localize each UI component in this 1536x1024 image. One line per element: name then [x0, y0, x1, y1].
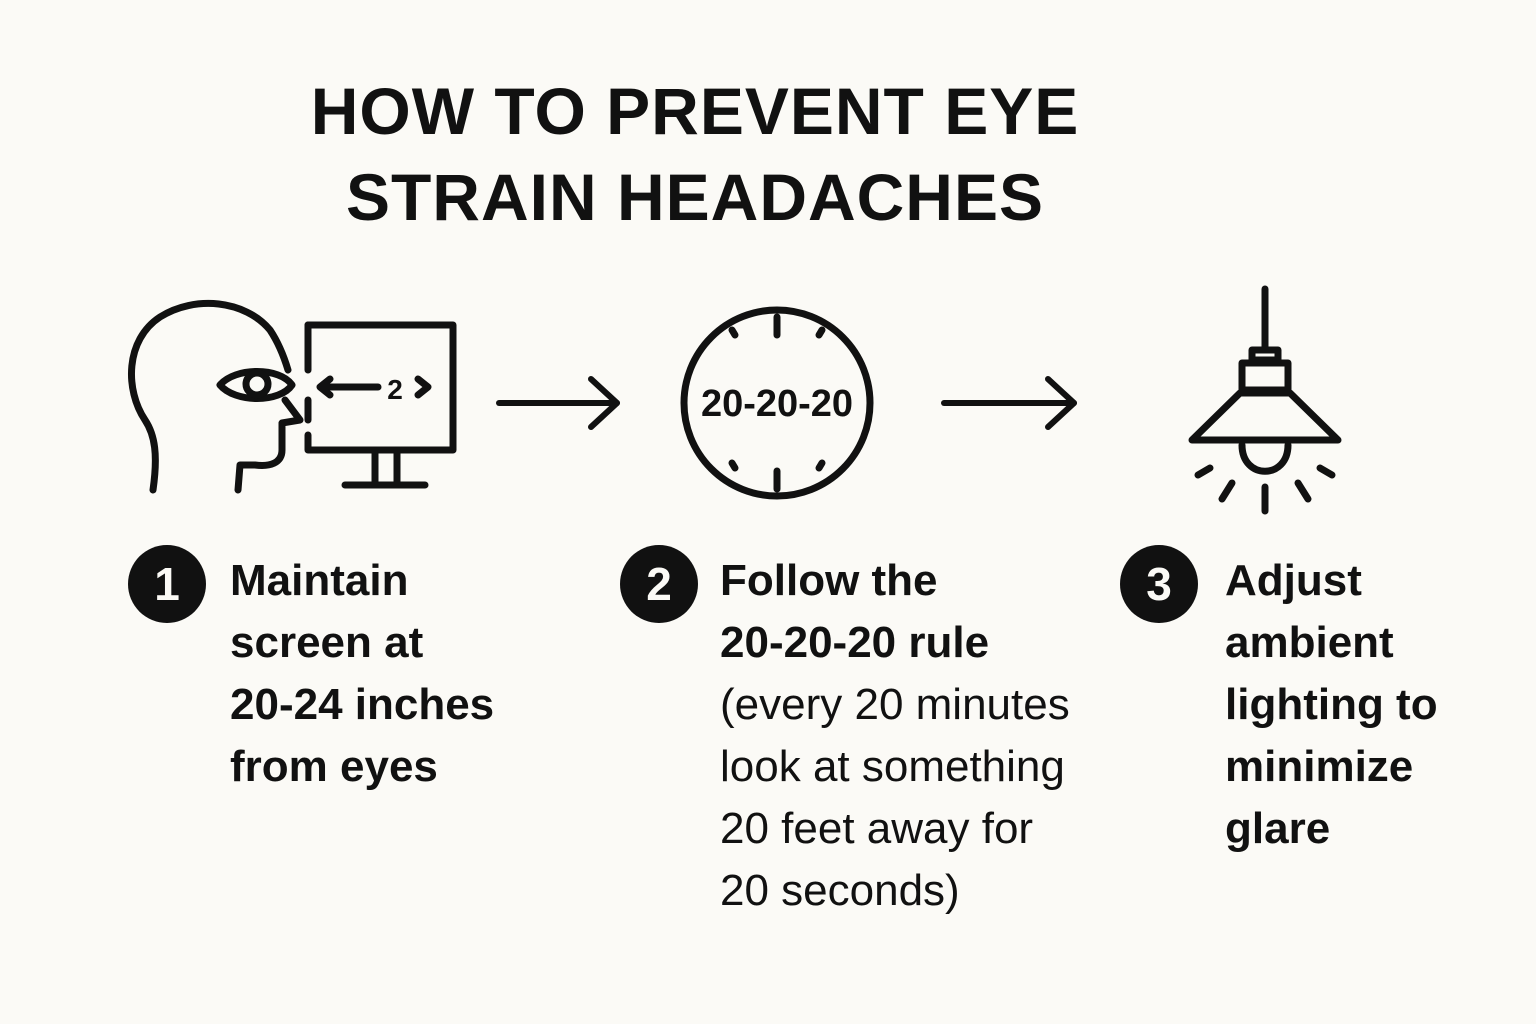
step-2-detail-4: 20 seconds): [720, 866, 960, 915]
step-1-line-4: from eyes: [230, 742, 438, 791]
clock-label: 20-20-20: [701, 383, 853, 425]
step-1-line-1: Maintain: [230, 556, 409, 605]
step-2-detail-1: (every 20 minutes: [720, 680, 1070, 729]
arrow-right-icon: [496, 376, 620, 430]
step-3-number-badge: 3: [1120, 545, 1198, 623]
ceiling-lamp-icon: [1188, 285, 1342, 515]
step-1-text: Maintain screen at 20-24 inches from eye…: [230, 550, 494, 798]
title-line-2: STRAIN HEADACHES: [345, 160, 1045, 234]
step-3-line-4: minimize: [1225, 742, 1414, 791]
page-title: HOW TO PREVENT EYE STRAIN HEADACHES: [0, 68, 1390, 240]
step-2-line-2: 20-20-20 rule: [720, 618, 990, 667]
step-3-line-1: Adjust: [1225, 556, 1362, 605]
step-2-line-1: Follow the: [720, 556, 938, 605]
step-3-line-2: ambient: [1225, 618, 1394, 667]
step-3-line-3: lighting to: [1225, 680, 1438, 729]
arrow-right-icon: [941, 376, 1077, 430]
step-2-detail-3: 20 feet away for: [720, 804, 1034, 853]
step-3-line-5: glare: [1225, 804, 1331, 853]
title-line-1: HOW TO PREVENT EYE: [310, 74, 1080, 148]
step-1-line-3: 20-24 inches: [230, 680, 495, 729]
clock-icon: 20-20-20: [680, 306, 874, 500]
monitor-distance-label: 2: [387, 374, 403, 405]
step-1-number-badge: 1: [128, 545, 206, 623]
step-2-text: Follow the 20-20-20 rule (every 20 minut…: [720, 550, 1070, 922]
step-2-detail-2: look at something: [720, 742, 1065, 791]
person-at-monitor-icon: 2: [128, 299, 457, 494]
step-3-text: Adjust ambient lighting to minimize glar…: [1225, 550, 1438, 860]
step-2-number-badge: 2: [620, 545, 698, 623]
step-1-line-2: screen at: [230, 618, 424, 667]
